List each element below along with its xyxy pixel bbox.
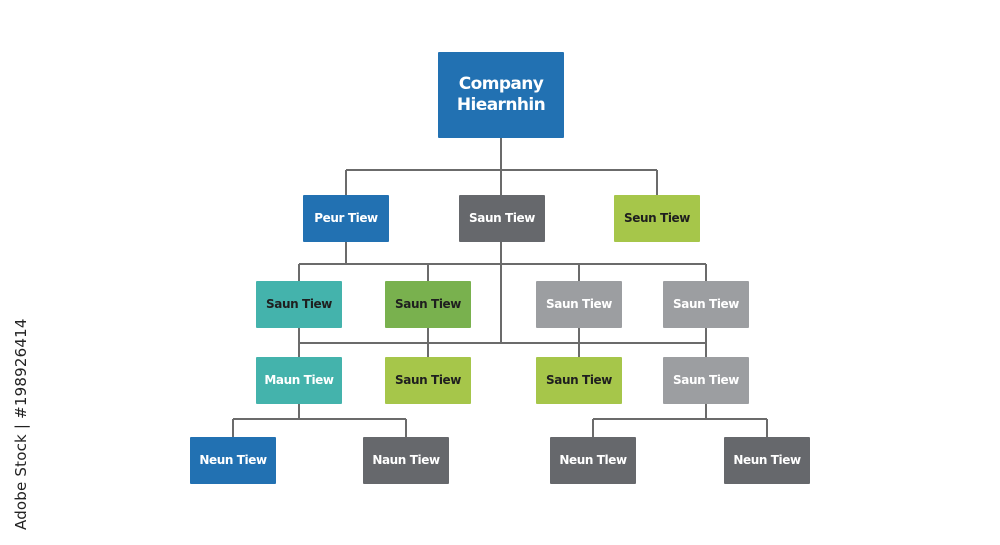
level1-node-1[interactable]: Peur Tiew — [303, 195, 389, 242]
root-node[interactable]: Company Hiearnhin — [438, 52, 564, 138]
connector-group — [232, 138, 768, 437]
level1-node-3[interactable]: Seun Tiew — [614, 195, 700, 242]
level3-node-1[interactable]: Maun Tiew — [256, 357, 342, 404]
level4-node-3[interactable]: Neun Tlew — [550, 437, 636, 484]
level2-node-1[interactable]: Saun Tiew — [256, 281, 342, 328]
stock-watermark: Adobe Stock | #198926414 — [12, 318, 30, 530]
level3-node-2[interactable]: Saun Tiew — [385, 357, 471, 404]
level1-node-2[interactable]: Saun Tiew — [459, 195, 545, 242]
level4-node-4[interactable]: Neun Tiew — [724, 437, 810, 484]
level2-node-4[interactable]: Saun Tiew — [663, 281, 749, 328]
level3-node-4[interactable]: Saun Tiew — [663, 357, 749, 404]
level4-node-2[interactable]: Naun Tiew — [363, 437, 449, 484]
level2-node-3[interactable]: Saun Tiew — [536, 281, 622, 328]
level2-node-2[interactable]: Saun Tiew — [385, 281, 471, 328]
level3-node-3[interactable]: Saun Tiew — [536, 357, 622, 404]
level4-node-1[interactable]: Neun Tiew — [190, 437, 276, 484]
